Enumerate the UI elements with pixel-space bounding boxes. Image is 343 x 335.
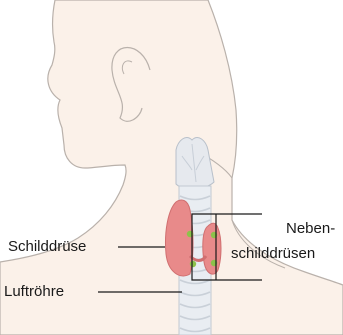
nebenschilddruesen-label-line1: Neben-: [286, 220, 335, 238]
nebenschilddruesen-label-line2: schilddrüsen: [231, 245, 315, 263]
luftroehre-label: Luftröhre: [4, 283, 64, 301]
parathyroid-gland: [190, 261, 196, 267]
schilddruese-label: Schilddrüse: [8, 238, 86, 256]
thyroid-right-lobe: [203, 223, 221, 274]
